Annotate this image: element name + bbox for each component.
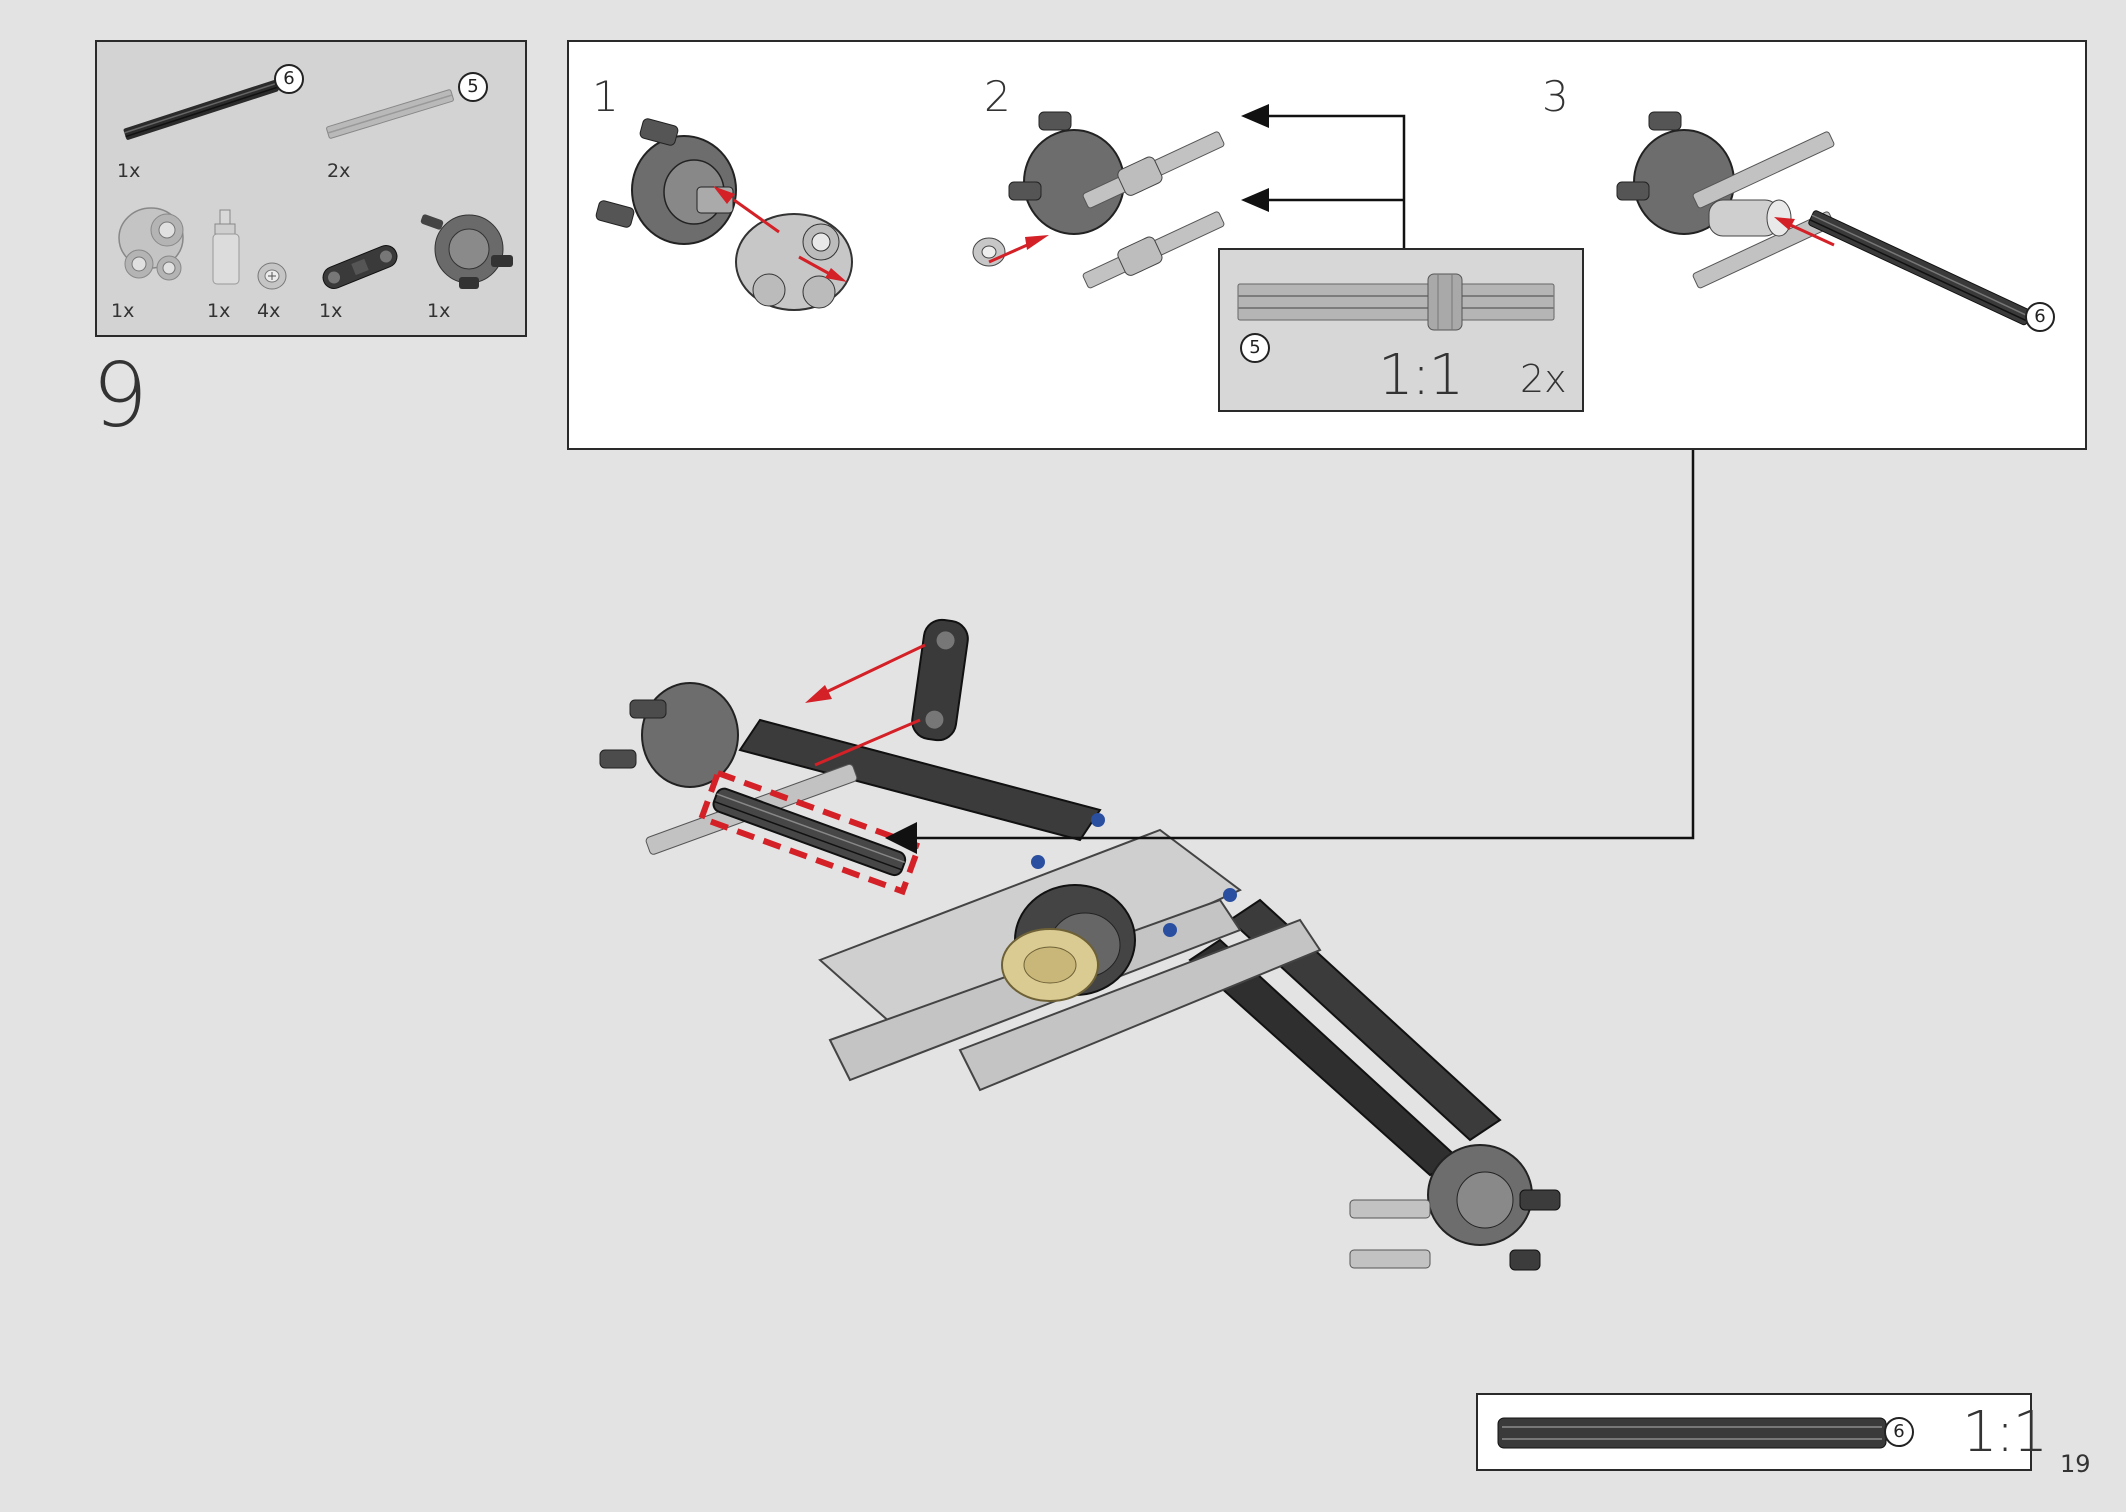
- scale-bar-label: 1:1: [1962, 1400, 2048, 1465]
- bush-icon: [257, 262, 287, 290]
- substep-2-illustration: [972, 111, 1225, 289]
- ball-joint-pin-qty: 1x: [207, 300, 231, 322]
- pin-connector-icon: [322, 245, 398, 289]
- axle-5-qty: 2x: [327, 160, 351, 182]
- axle-6-callout: 6: [274, 64, 304, 94]
- ball-joint-pin-icon: [212, 209, 240, 285]
- axle-6-actual-size-icon: [1497, 1417, 1887, 1449]
- axle-5-callout: 5: [458, 72, 488, 102]
- step-number: 9: [92, 344, 148, 447]
- page-number: 19: [2060, 1450, 2091, 1478]
- substep-3-label: 3: [1542, 72, 1569, 121]
- scale-axle-callout: 6: [1884, 1417, 1914, 1447]
- axle-reference-box: 5 1:1 2x: [1218, 248, 1584, 412]
- bush-qty: 4x: [257, 300, 281, 322]
- axle-5-actual-size-icon: [1237, 273, 1555, 331]
- ref-axle-callout: 5: [1240, 333, 1270, 363]
- main-assembly-illustration: [599, 618, 1561, 1271]
- axle-5-grey-icon: [326, 89, 454, 139]
- pin-connector-qty: 1x: [319, 300, 343, 322]
- hub-assembly-qty: 1x: [427, 300, 451, 322]
- ref-qty-label: 2x: [1520, 357, 1567, 401]
- parts-list-box: 6 1x 5 2x 1x 1x 4x: [95, 40, 527, 337]
- substep-3-illustration: [1616, 111, 2032, 326]
- hub-assembly-icon: [420, 214, 513, 289]
- steering-hub-icon: [118, 207, 184, 281]
- substep-1-label: 1: [592, 72, 619, 121]
- ref-arrows: [1241, 104, 1406, 250]
- substep-1-illustration: [595, 118, 853, 311]
- substeps-box: 1 2 3: [567, 40, 2087, 450]
- scale-bar-box: 6 1:1: [1476, 1393, 2048, 1471]
- steering-hub-qty: 1x: [111, 300, 135, 322]
- ref-scale-label: 1:1: [1378, 343, 1464, 408]
- substep-3-axle-callout: 6: [2025, 302, 2055, 332]
- axle-6-qty: 1x: [117, 160, 141, 182]
- substep-2-label: 2: [984, 72, 1011, 121]
- axle-6-black-icon: [123, 80, 279, 140]
